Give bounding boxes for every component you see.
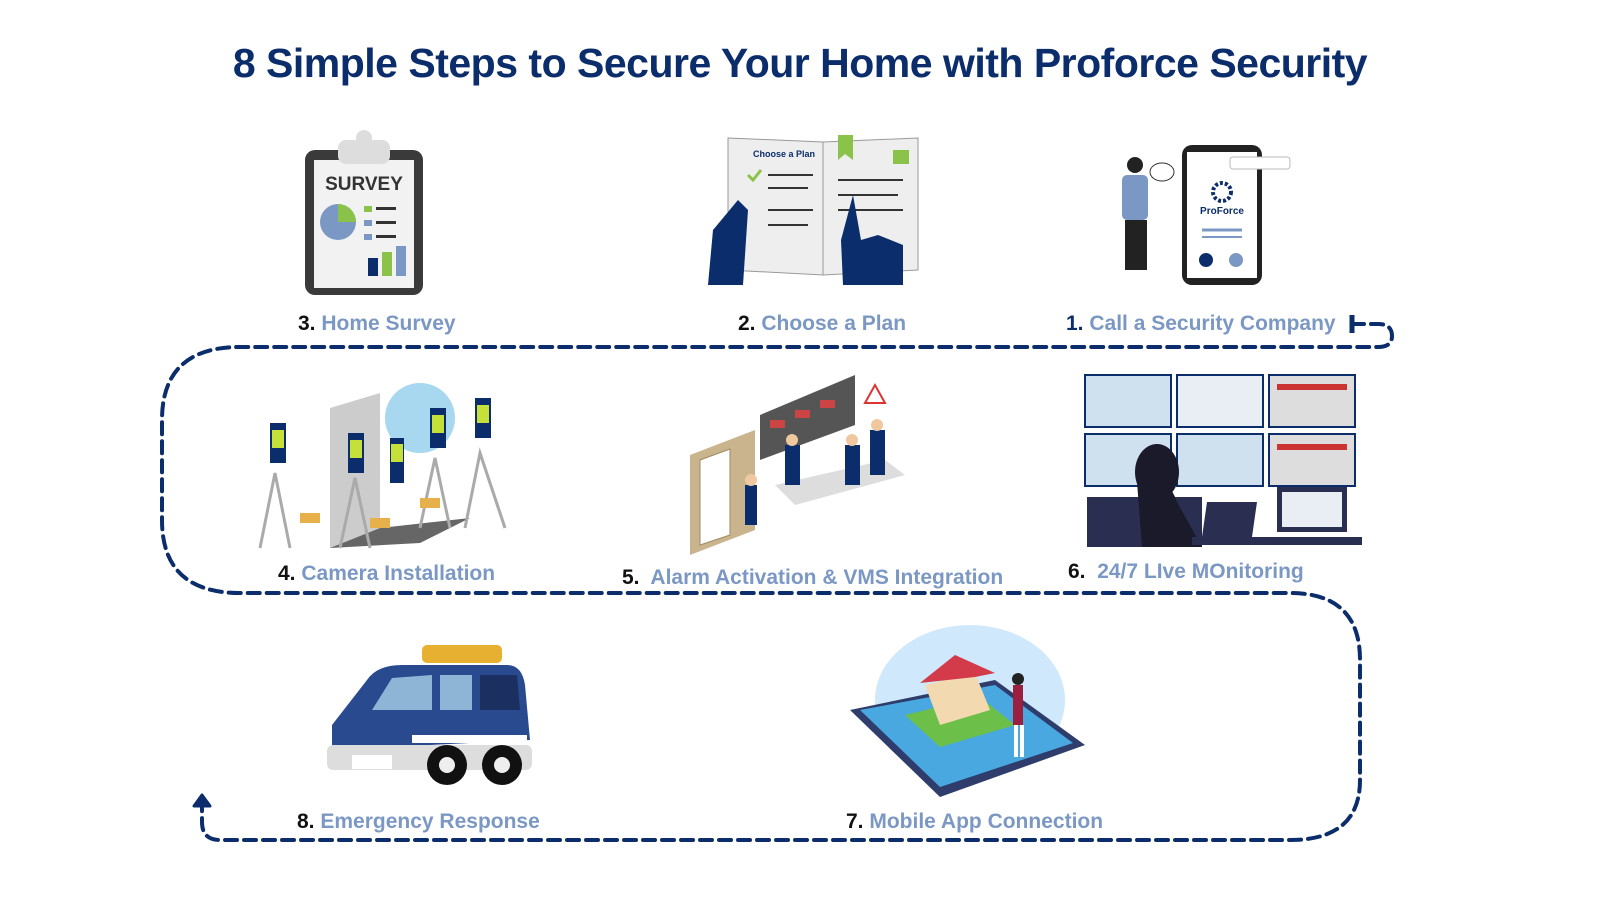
step-3-label: 3. Home Survey [298,312,456,335]
svg-text:ProForce: ProForce [1200,206,1244,217]
step-5-label: 5. Alarm Activation & VMS Integration [622,566,1004,589]
svg-text:SURVEY: SURVEY [325,174,403,195]
svg-text:Choose a Plan: Choose a Plan [753,149,815,159]
survey-clipboard-icon: SURVEY [305,130,423,295]
security-vehicle-icon [327,645,532,785]
control-room-icon [690,375,905,555]
page-title: 8 Simple Steps to Secure Your Home with … [232,40,1368,86]
step-1-label: 1. Call a Security Company [1066,312,1336,335]
camera-installation-icon [258,383,507,549]
step-4-label: 4. Camera Installation [278,562,496,585]
step-7-label: 7. Mobile App Connection [846,810,1104,833]
step-2-label: 2. Choose a Plan [738,312,907,335]
monitoring-screens-icon [1084,374,1362,547]
mobile-app-home-icon [850,625,1085,797]
step-6-label: 6. 24/7 LIve MOnitoring [1068,560,1304,583]
dashed-flow-line [160,322,1395,842]
step-8-label: 8. Emergency Response [297,810,540,833]
phone-call-icon: ProForce [1122,145,1291,285]
plan-book-icon: Choose a Plan [708,135,919,285]
arrow-up-icon [192,793,212,808]
